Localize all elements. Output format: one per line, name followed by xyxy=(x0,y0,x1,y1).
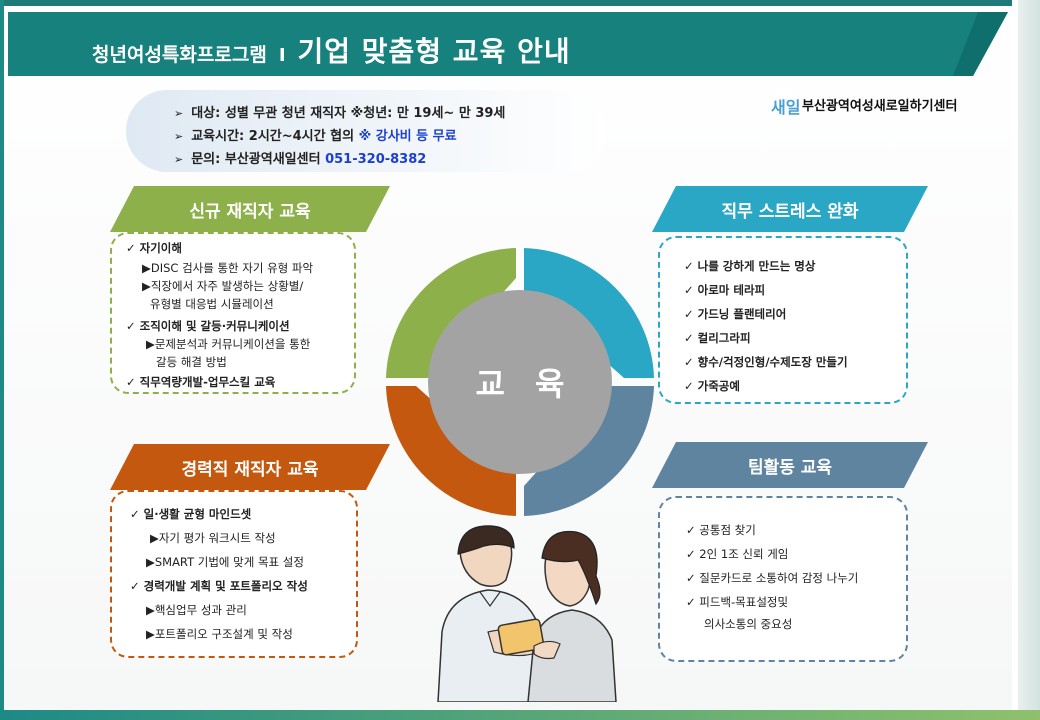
list-item: ✓ 2인 1조 신뢰 게임 xyxy=(686,547,789,561)
list-item: ✓ 나를 강하게 만드는 명상 xyxy=(684,259,816,273)
center-logo: 새일 부산광역여성새로일하기센터 xyxy=(768,89,958,119)
list-item: ✓ 가드닝 플랜테리어 xyxy=(684,307,787,321)
logo-name: 부산광역여성새로일하기센터 xyxy=(802,98,958,114)
banner-team: 팀활동 교육 xyxy=(652,442,928,488)
info-contact-phone: 051-320-8382 xyxy=(325,152,427,167)
banner-title: 팀활동 교육 xyxy=(747,457,833,478)
info-panel: ➢ 대상: 성별 무관 청년 재직자 ※청년: 만 19세~ 만 39세 ➢ 교육시… xyxy=(126,90,606,172)
list-item: ✓ 자기이해 xyxy=(126,241,182,255)
list-item: 갈등 해결 방법 xyxy=(156,355,227,369)
list-item: ✓ 향수/걱정인형/수제도장 만들기 xyxy=(684,355,848,369)
bottom-frame-bar xyxy=(0,710,1040,720)
list-item: ▶DISC 검사를 통한 자기 유형 파악 xyxy=(142,261,314,275)
quadrant-experienced xyxy=(386,386,516,516)
list-item: ✓ 직무역량개발-업무스킬 교육 xyxy=(126,375,276,389)
banner-shape xyxy=(110,186,390,232)
banner-shape xyxy=(652,186,928,232)
list-item: ▶SMART 기법에 맞게 목표 설정 xyxy=(146,555,304,569)
center-circle xyxy=(428,290,612,474)
info-contact-text: 문의: 부산광역새일센터 xyxy=(191,152,326,167)
info-target-text: 대상: 성별 무관 청년 재직자 ※청년: 만 19세~ 만 39세 xyxy=(191,106,506,121)
header-subtitle: 청년여성특화프로그램 xyxy=(92,44,267,66)
list-item: 유형별 대응법 시뮬레이션 xyxy=(150,297,274,311)
left-frame-bar xyxy=(0,0,4,720)
banner-experienced: 경력직 재직자 교육 xyxy=(110,444,390,490)
list-item: ✓ 피드백-목표설정및 xyxy=(686,595,789,609)
quadrant-team xyxy=(524,386,654,516)
info-target: ➢ 대상: 성별 무관 청년 재직자 ※청년: 만 19세~ 만 39세 xyxy=(174,102,505,121)
right-frame-bar xyxy=(1018,0,1040,720)
list-item: ▶핵심업무 성과 관리 xyxy=(146,603,247,617)
list-item: ✓ 아로마 테라피 xyxy=(684,283,766,297)
info-time: ➢ 교육시간: 2시간~4시간 협의 ※ 강사비 등 무료 xyxy=(174,125,457,144)
header-title: 청년여성특화프로그램 I 기업 맞춤형 교육 안내 xyxy=(92,30,571,70)
list-item: ▶자기 평가 워크시트 작성 xyxy=(150,531,276,545)
box-team: ✓ 공통점 찾기 ✓ 2인 1조 신뢰 게임 ✓ 질문카드로 소통하여 감정 나… xyxy=(658,496,908,662)
banner-title: 신규 재직자 교육 xyxy=(189,201,311,222)
list-item: ✓ 경력개발 계획 및 포트폴리오 작성 xyxy=(130,579,308,593)
list-item: ✓ 컬리그라피 xyxy=(684,331,751,345)
list-item: ▶포트폴리오 구조설계 및 작성 xyxy=(146,627,293,641)
list-item: ✓ 조직이해 및 갈등·커뮤니케이션 xyxy=(126,319,290,333)
coworkers-illustration xyxy=(430,512,630,703)
list-item: ▶직장에서 자주 발생하는 상황별/ xyxy=(142,279,304,293)
list-item: ✓ 일·생활 균형 마인드셋 xyxy=(130,507,252,521)
info-contact: ➢ 문의: 부산광역새일센터 051-320-8382 xyxy=(174,148,426,167)
header-banner: 청년여성특화프로그램 I 기업 맞춤형 교육 안내 xyxy=(8,12,1008,76)
saeil-logo-icon: 새일 xyxy=(768,89,801,119)
logo-mark-text: 새일 xyxy=(771,98,801,117)
banner-title: 경력직 재직자 교육 xyxy=(181,459,319,480)
center-ring xyxy=(386,248,654,516)
banner-title: 직무 스트레스 완화 xyxy=(721,201,859,222)
info-free-notice: ※ 강사비 등 무료 xyxy=(358,129,457,144)
header-shape xyxy=(8,12,1008,76)
coworkers-icon xyxy=(437,525,617,703)
box-new-employee: ✓ 자기이해 ▶DISC 검사를 통한 자기 유형 파악 ▶직장에서 자주 발생… xyxy=(110,232,356,394)
center-label: 교육 xyxy=(475,365,595,403)
banner-new-employee: 신규 재직자 교육 xyxy=(110,186,390,232)
banner-stress: 직무 스트레스 완화 xyxy=(652,186,928,232)
banner-shape xyxy=(652,442,928,488)
arrow-bullet-icon: ➢ xyxy=(174,153,184,166)
box-stress: ✓ 나를 강하게 만드는 명상 ✓ 아로마 테라피 ✓ 가드닝 플랜테리어 ✓ … xyxy=(658,236,908,404)
box-experienced: ✓ 일·생활 균형 마인드셋 ▶자기 평가 워크시트 작성 ▶SMART 기법에… xyxy=(110,490,358,658)
arrow-bullet-icon: ➢ xyxy=(174,107,184,120)
right-frame-strip xyxy=(1012,0,1018,720)
list-item: ✓ 가죽공예 xyxy=(684,379,740,393)
center-diagram: 교육 xyxy=(380,242,660,522)
list-item: ✓ 공통점 찾기 xyxy=(686,523,756,537)
list-item: ✓ 질문카드로 소통하여 감정 나누기 xyxy=(686,571,859,585)
quadrant-stress xyxy=(524,248,654,378)
arrow-bullet-icon: ➢ xyxy=(174,130,184,143)
quadrant-new-employee xyxy=(386,248,516,378)
list-item: 의사소통의 중요성 xyxy=(704,617,793,631)
info-time-text: 교육시간: 2시간~4시간 협의 xyxy=(191,129,359,144)
page-title: 기업 맞춤형 교육 안내 xyxy=(297,35,571,68)
top-frame-bar xyxy=(0,0,1040,6)
list-item: ▶문제분석과 커뮤니케이션을 통한 xyxy=(146,337,311,351)
banner-shape xyxy=(110,444,390,490)
header-separator: I xyxy=(278,45,286,66)
